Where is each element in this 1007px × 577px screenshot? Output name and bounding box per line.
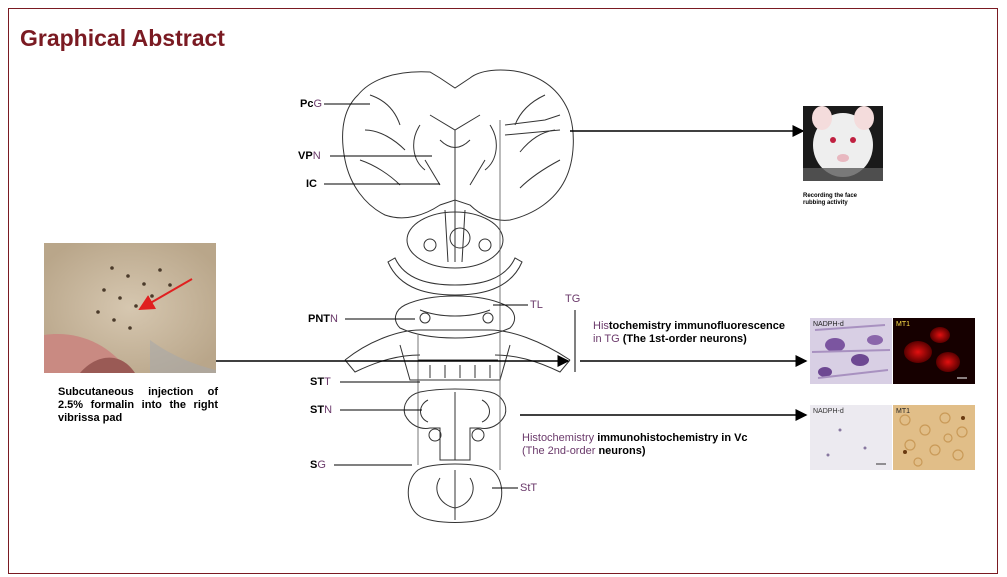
tg-caption: Histochemistry immunofluorescence in TG … [593,320,803,346]
injection-caption: Subcutaneous injection of 2.5% formalin … [58,386,218,425]
brainstem-medulla [404,389,506,460]
brainstem-midbrain [388,210,522,295]
label-tg: TG [565,293,580,305]
tg-nadph-label: NADPH-d [813,321,844,328]
vc-caption: Histochemistry immunohistochemistry in V… [522,432,812,458]
spinal-cord [408,464,502,523]
vibrissa-pad-photo [44,243,216,373]
vc-nadph-label: NADPH-d [813,408,844,415]
label-pntn: PNTN [308,313,338,325]
label-ic: IC [306,178,317,190]
rat-face-photo [803,106,883,181]
label-stn: STN [310,404,332,416]
label-vpn: VPN [298,150,321,162]
label-stt-upper: STT [310,376,331,388]
tg-mt1-label: MT1 [896,321,910,328]
label-sg: SG [310,459,326,471]
recording-caption: Recording the face rubbing activity [803,193,873,207]
label-tl: TL [530,299,543,311]
label-pcg: PcG [300,98,322,110]
cerebrum-section [343,70,574,220]
vc-mt1-label: MT1 [896,408,910,415]
label-stt-lower: StT [520,482,537,494]
